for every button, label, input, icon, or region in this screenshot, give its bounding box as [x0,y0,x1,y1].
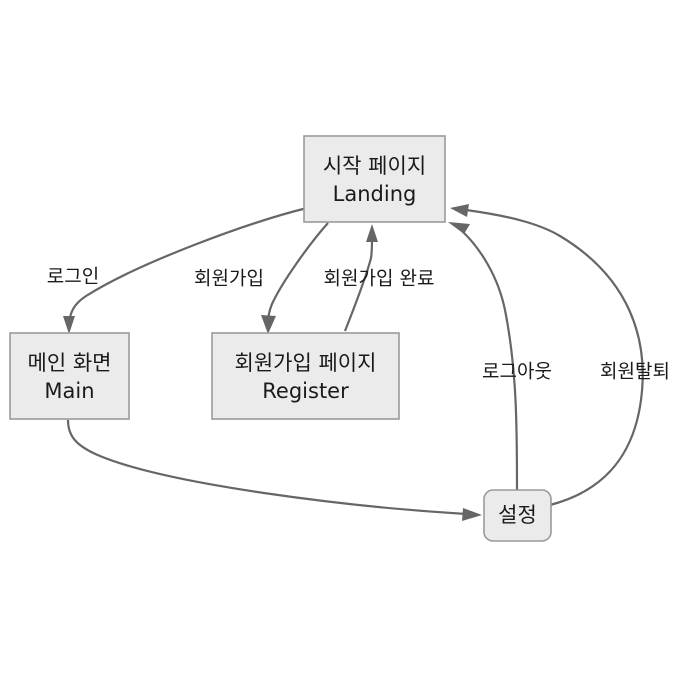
node-register-box[interactable] [211,332,400,420]
edge-label-logout: 로그아웃 [482,361,552,383]
node-register-label-kr: 회원가입 페이지 [235,351,377,375]
node-main-label-kr: 메인 화면 [28,351,112,375]
edge-login [63,206,308,334]
edge-withdraw-arrowhead [450,204,469,217]
edge-signup-complete-arrowhead [366,224,378,242]
edge-signup-complete [343,224,378,332]
edge-label-login: 로그인 [47,266,99,288]
node-landing-box[interactable] [303,135,446,223]
edge-main-to-settings-arrowhead [462,508,482,521]
edge-logout-path [461,230,519,491]
edge-login-path [67,206,308,325]
edge-withdraw [450,204,644,507]
node-landing-label-kr: 시작 페이지 [323,154,426,178]
edge-signup-path [266,222,329,325]
node-register-label-en: Register [262,379,349,403]
node-landing-label-en: Landing [333,182,417,206]
node-settings[interactable]: 설정 [483,489,552,542]
edge-login-arrowhead [63,316,75,334]
node-main[interactable]: 메인 화면 Main [9,332,130,420]
edge-signup-arrowhead [261,315,276,334]
node-settings-label: 설정 [498,503,537,527]
node-register[interactable]: 회원가입 페이지 Register [211,332,400,420]
edge-label-signup-complete: 회원가입 완료 [324,268,435,290]
edge-main-to-settings [66,419,482,521]
edge-logout-arrowhead [448,222,470,234]
node-main-label-en: Main [44,379,94,403]
edge-label-withdraw: 회원탈퇴 [600,361,670,383]
node-main-box[interactable] [9,332,130,420]
node-settings-box[interactable] [483,489,552,542]
edge-signup [261,222,329,334]
edge-label-signup: 회원가입 [194,268,264,290]
node-landing[interactable]: 시작 페이지 Landing [303,135,446,223]
edge-logout [448,222,519,491]
edge-withdraw-path [465,208,644,507]
edge-main-to-settings-path [66,419,467,516]
edge-signup-complete-path [343,237,374,332]
